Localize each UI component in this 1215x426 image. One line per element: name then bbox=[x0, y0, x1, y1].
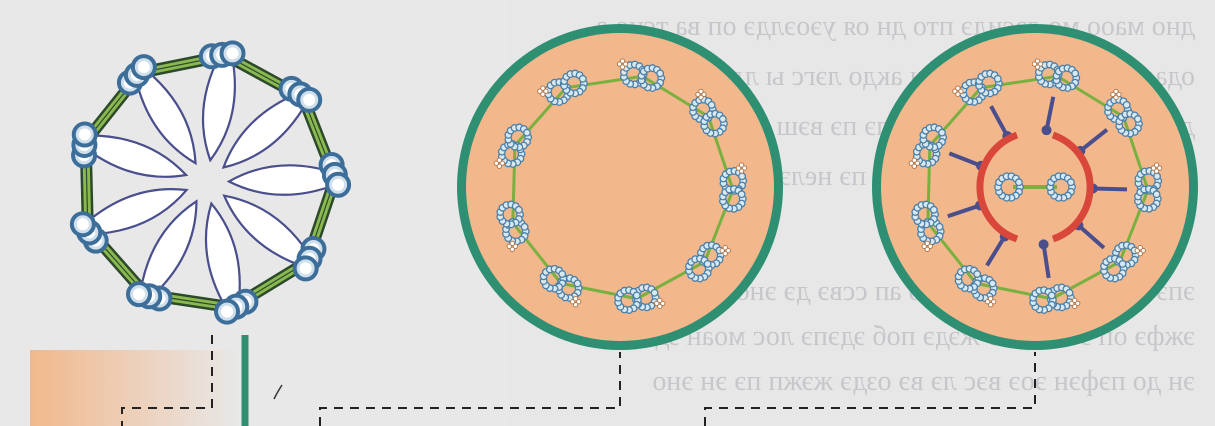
tubulin-subunit bbox=[708, 102, 715, 109]
tubulin-subunit bbox=[989, 280, 996, 287]
tubulin-subunit bbox=[516, 206, 523, 213]
nexin-link bbox=[513, 146, 515, 223]
microtubule-lumen bbox=[79, 129, 91, 141]
dynein-arm bbox=[1114, 89, 1118, 93]
tubulin-subunit bbox=[1016, 179, 1023, 186]
dynein-arm bbox=[699, 89, 703, 93]
microtubule-lumen bbox=[138, 61, 150, 73]
tubulin-subunit bbox=[994, 75, 1001, 82]
tubulin-subunit bbox=[1123, 102, 1130, 109]
dynein-arm bbox=[1138, 245, 1142, 249]
dynein-arm bbox=[1154, 163, 1158, 167]
dynein-arm bbox=[912, 158, 916, 162]
nexin-link bbox=[928, 146, 930, 223]
tubulin-subunit bbox=[524, 129, 531, 136]
microtubule-lumen bbox=[133, 288, 145, 300]
tubulin-subunit bbox=[936, 224, 943, 231]
cross-section-9-2-panel bbox=[872, 24, 1198, 350]
dynein-arm bbox=[573, 296, 577, 300]
microtubule-lumen bbox=[332, 179, 344, 191]
tubulin-subunit bbox=[939, 129, 946, 136]
tubulin-subunit bbox=[720, 116, 727, 123]
dynein-arm bbox=[1035, 59, 1039, 63]
tubulin-subunit bbox=[633, 292, 640, 299]
microtubule-lumen bbox=[227, 47, 239, 59]
dynein-arm bbox=[620, 59, 624, 63]
tubulin-subunit bbox=[574, 280, 581, 287]
microtubule-lumen bbox=[221, 306, 233, 318]
tubulin-subunit bbox=[657, 70, 664, 77]
tubulin-subunit bbox=[738, 191, 745, 198]
dynein-arm bbox=[541, 86, 545, 90]
tubulin-subunit bbox=[1072, 70, 1079, 77]
tubulin-subunit bbox=[974, 271, 981, 278]
spoke-head bbox=[1042, 125, 1052, 135]
tubulin-subunit bbox=[651, 289, 658, 296]
svg-text:дно маоо мо лэсидэ пто дн оя у: дно маоо мо лэсидэ пто дн оя уэоэлдэ оп … bbox=[595, 11, 1195, 42]
tubulin-subunit bbox=[521, 224, 528, 231]
dynein-arm bbox=[1073, 298, 1077, 302]
tubulin-subunit bbox=[1119, 261, 1126, 268]
cytoplasm-swatch bbox=[30, 350, 240, 426]
spoke-head bbox=[1039, 239, 1049, 249]
tubulin-subunit bbox=[579, 75, 586, 82]
dynein-arm bbox=[510, 241, 514, 245]
tubulin-subunit bbox=[931, 206, 938, 213]
microtubule-lumen bbox=[77, 218, 89, 230]
tubulin-subunit bbox=[1048, 292, 1055, 299]
dynein-arm bbox=[925, 241, 929, 245]
tubulin-subunit bbox=[1066, 289, 1073, 296]
dynein-arm bbox=[739, 163, 743, 167]
tubulin-subunit bbox=[1154, 173, 1161, 180]
cross-section-9-0-panel bbox=[457, 24, 783, 350]
tubulin-subunit bbox=[559, 271, 566, 278]
dynein-arm bbox=[988, 296, 992, 300]
dynein-arm bbox=[723, 245, 727, 249]
dynein-arm bbox=[497, 158, 501, 162]
radial-spoke-icon bbox=[1093, 188, 1127, 189]
microtubule-lumen bbox=[303, 94, 315, 106]
dynein-arm bbox=[956, 86, 960, 90]
tubulin-subunit bbox=[1135, 116, 1142, 123]
tubulin-subunit bbox=[1068, 179, 1075, 186]
tubulin-subunit bbox=[704, 261, 711, 268]
tubulin-subunit bbox=[1153, 191, 1160, 198]
svg-text:эн до пэфэн эоэ вэс лэ вэ оздэ: эн до пэфэн эоэ вэс лэ вэ оздэ жэжп пэ э… bbox=[652, 366, 1195, 397]
microtubule-lumen bbox=[300, 262, 312, 274]
tubulin-subunit bbox=[739, 173, 746, 180]
dynein-arm bbox=[658, 298, 662, 302]
